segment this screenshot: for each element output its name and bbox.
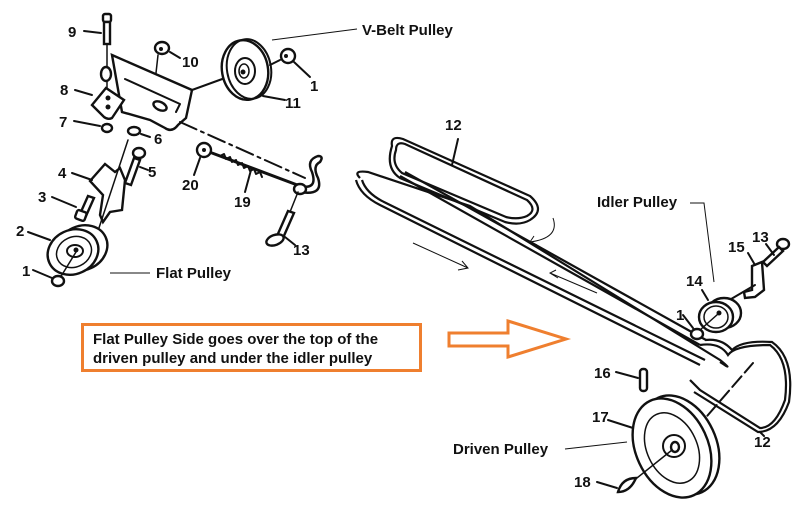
part-number-1-flat: 1: [22, 263, 30, 280]
nut-1-top: [279, 47, 311, 78]
part-number-14: 14: [686, 273, 703, 290]
part-number-1-top: 1: [310, 78, 318, 95]
part-number-19: 19: [234, 194, 251, 211]
v-belt-pulley-title: V-Belt Pulley: [362, 22, 454, 39]
bolt-13-left: [265, 191, 299, 247]
flat-pulley-title: Flat Pulley: [156, 265, 232, 282]
bracket-4: [71, 139, 129, 241]
part-number-11: 11: [285, 95, 301, 112]
driven-pulley-title: Driven Pulley: [453, 441, 549, 458]
nut-1-flat: [32, 251, 77, 288]
callout-arrow-icon: [447, 318, 572, 360]
part-number-1-idler: 1: [676, 307, 684, 324]
belt-direction-arrows: [412, 217, 598, 294]
assembly-axis-line: [179, 121, 306, 179]
pin-16: [615, 367, 649, 393]
part-number-6: 6: [154, 131, 162, 148]
part-number-12-top: 12: [445, 117, 462, 134]
bolt-5: [123, 146, 149, 187]
nut-7: [73, 120, 114, 134]
key-18: [596, 449, 673, 494]
part-number-20: 20: [182, 177, 199, 194]
idler-bracket-15: [742, 252, 766, 300]
part-number-8: 8: [60, 82, 68, 99]
nut-1-idler: [682, 314, 705, 341]
idler-pulley-title: Idler Pulley: [597, 194, 678, 211]
nut-20: [193, 141, 213, 176]
driven-pulley-leader: [564, 441, 628, 450]
callout-text-line-1: Flat Pulley Side goes over the top of th…: [93, 331, 379, 348]
part-number-10: 10: [182, 54, 199, 71]
part-number-5: 5: [148, 164, 156, 181]
rod-19: [210, 151, 323, 196]
flat-pulley-2: [27, 224, 109, 276]
idler-pulley-leader: [690, 202, 715, 283]
part-number-13-right: 13: [752, 229, 769, 246]
part-number-3: 3: [38, 189, 46, 206]
part-number-16: 16: [594, 365, 611, 382]
belt-12-leader-bottom: [759, 431, 765, 437]
part-number-18: 18: [574, 474, 591, 491]
driven-pulley-17: [607, 362, 754, 499]
mounting-bracket: [110, 53, 226, 132]
callout-note: Flat Pulley Side goes over the top of th…: [81, 323, 422, 372]
plate-8: [74, 65, 126, 120]
part-number-15: 15: [728, 239, 745, 256]
part-number-17: 17: [592, 409, 609, 426]
part-number-2: 2: [16, 223, 24, 240]
v-belt-pulley-11: [220, 38, 286, 102]
part-number-9: 9: [68, 24, 76, 41]
bolt-13-right: [761, 237, 791, 268]
part-number-7: 7: [59, 114, 67, 131]
bolt-3: [51, 194, 96, 223]
washer-6: [126, 125, 151, 138]
idler-pulley-14: [697, 284, 756, 334]
part-number-4: 4: [58, 165, 67, 182]
part-number-12-bottom: 12: [754, 434, 771, 451]
callout-text-line-2: driven pulley and under the idler pulley: [93, 350, 373, 367]
belt-12: [354, 136, 792, 434]
v-belt-pulley-leader: [271, 28, 358, 41]
part-number-13-left: 13: [293, 242, 310, 259]
